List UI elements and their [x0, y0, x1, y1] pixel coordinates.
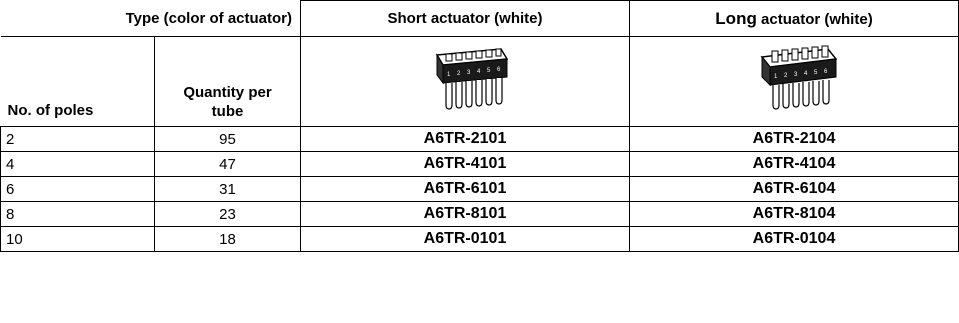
quantity-cell: 23 — [154, 201, 301, 227]
product-table: Type (color of actuator) Short actuator … — [0, 0, 959, 252]
poles-cell: 6 — [0, 176, 155, 202]
poles-cell: 10 — [0, 226, 155, 252]
quantity-cell: 95 — [154, 126, 301, 152]
svg-text:5: 5 — [487, 68, 491, 74]
short-actuator-header: Short actuator (white) — [300, 0, 630, 37]
short-model-cell: A6TR-4101 — [300, 151, 630, 177]
table-row: 4 47 A6TR-4101 A6TR-4104 — [0, 151, 959, 177]
poles-header: No. of poles — [0, 36, 155, 127]
svg-text:1: 1 — [774, 74, 778, 80]
long-actuator-label-rest: actuator (white) — [756, 10, 873, 28]
svg-text:4: 4 — [477, 69, 481, 75]
quantity-cell: 18 — [154, 226, 301, 252]
table-row: 6 31 A6TR-6101 A6TR-6104 — [0, 176, 959, 202]
quantity-cell: 31 — [154, 176, 301, 202]
svg-text:3: 3 — [467, 70, 471, 76]
type-header-label: Type (color of actuator) — [125, 9, 292, 27]
poles-header-label: No. of poles — [7, 102, 94, 119]
quantity-header-line2: tube — [211, 103, 244, 120]
long-model-cell: A6TR-4104 — [629, 151, 959, 177]
poles-cell: 4 — [0, 151, 155, 177]
table-row: 10 18 A6TR-0101 A6TR-0104 — [0, 226, 959, 252]
svg-text:2: 2 — [784, 73, 788, 79]
svg-text:4: 4 — [804, 71, 808, 77]
quantity-header: Quantity per tube — [154, 36, 301, 127]
short-model-cell: A6TR-6101 — [300, 176, 630, 202]
svg-text:2: 2 — [457, 71, 461, 77]
table-row: 8 23 A6TR-8101 A6TR-8104 — [0, 201, 959, 227]
short-model-cell: A6TR-0101 — [300, 226, 630, 252]
svg-text:3: 3 — [794, 72, 798, 78]
long-model-cell: A6TR-6104 — [629, 176, 959, 202]
table-row: 2 95 A6TR-2101 A6TR-2104 — [0, 126, 959, 152]
long-model-cell: A6TR-2104 — [629, 126, 959, 152]
long-model-cell: A6TR-0104 — [629, 226, 959, 252]
long-actuator-label-bold: Long — [715, 8, 757, 28]
quantity-cell: 47 — [154, 151, 301, 177]
svg-text:6: 6 — [824, 69, 828, 75]
svg-text:1: 1 — [447, 72, 451, 78]
short-actuator-label: Short actuator (white) — [387, 10, 543, 27]
poles-cell: 8 — [0, 201, 155, 227]
long-actuator-header: Long actuator (white) — [629, 0, 959, 37]
svg-text:6: 6 — [497, 67, 501, 73]
quantity-header-line1: Quantity per — [183, 84, 272, 101]
svg-text:5: 5 — [814, 70, 818, 76]
poles-cell: 2 — [0, 126, 155, 152]
long-model-cell: A6TR-8104 — [629, 201, 959, 227]
short-model-cell: A6TR-2101 — [300, 126, 630, 152]
type-header: Type (color of actuator) — [0, 0, 301, 37]
short-model-cell: A6TR-8101 — [300, 201, 630, 227]
